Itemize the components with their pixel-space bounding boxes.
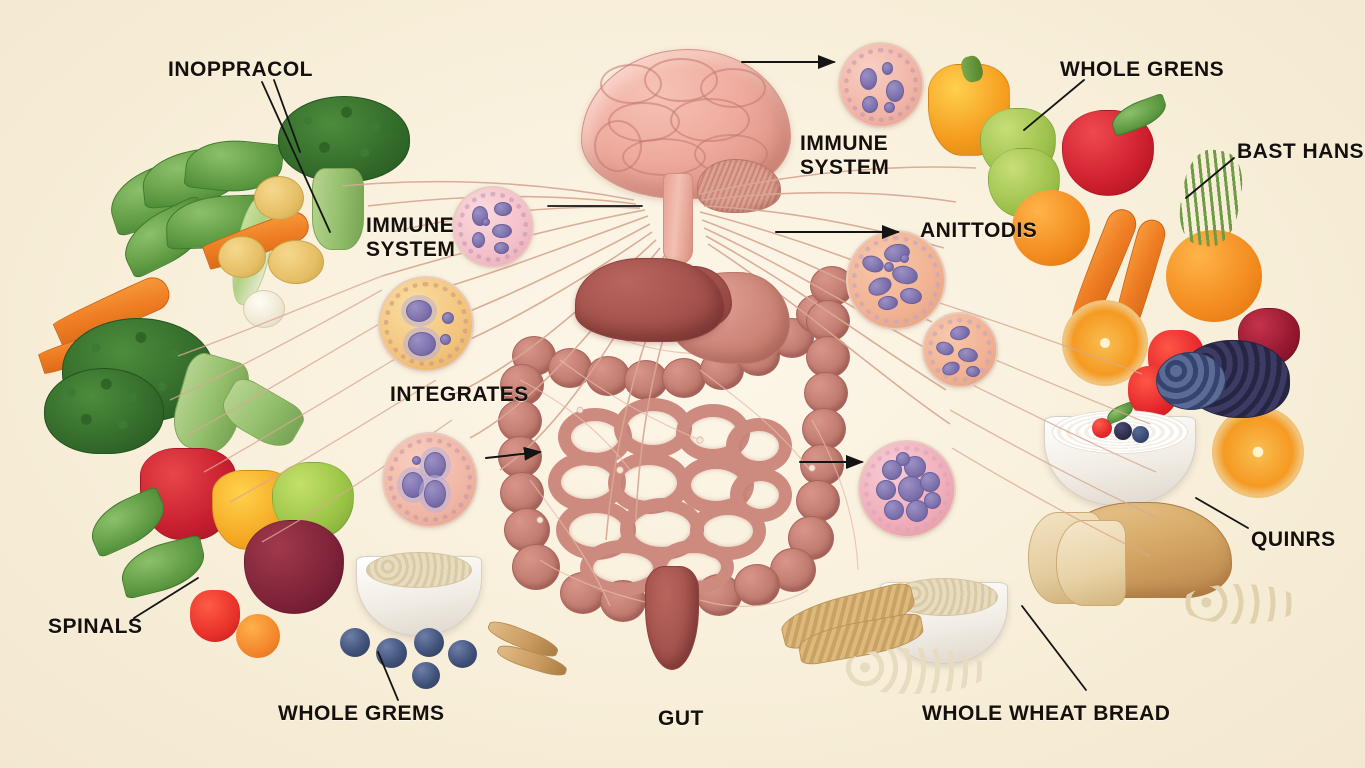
organelle	[862, 96, 878, 113]
blueberry	[414, 628, 444, 657]
orange-half	[1212, 406, 1304, 498]
leek-bulb	[243, 290, 285, 328]
liver	[575, 258, 725, 342]
organelle	[884, 500, 904, 520]
cell-membrane	[928, 318, 992, 382]
cell-right-low	[858, 440, 956, 538]
organelle	[482, 218, 490, 226]
label-whole-grens: WHOLE GRENS	[1060, 58, 1225, 81]
cell-membrane	[384, 282, 468, 366]
label-immune-system-right: IMMUNE SYSTEM	[800, 132, 890, 179]
brain-illustration	[575, 45, 805, 265]
organelle	[924, 492, 941, 509]
yogurt-topping-berry	[1132, 426, 1149, 443]
oats-in-bowl	[366, 552, 472, 588]
label-whole-wheat-bread: WHOLE WHEAT BREAD	[922, 702, 1171, 725]
potato	[254, 176, 304, 220]
cell-membrane	[844, 48, 918, 122]
organelle	[876, 480, 896, 500]
blueberry	[448, 640, 477, 668]
leader-whole-wheat-bread	[1021, 605, 1087, 691]
broccoli-floret	[44, 368, 164, 454]
scattered-oats	[838, 648, 988, 694]
cell-mid-left-a	[452, 186, 534, 268]
cell-right-b	[922, 312, 998, 388]
red-apple	[244, 520, 344, 614]
cell-membrane	[388, 438, 472, 522]
organelle	[494, 242, 509, 254]
cell-membrane	[864, 446, 950, 532]
label-integrates: INTEGRATES	[390, 383, 529, 406]
organelle	[494, 202, 512, 216]
organelle	[442, 312, 454, 324]
cell-right-a	[846, 230, 946, 330]
cell-mid-left-b	[378, 276, 474, 372]
label-bast-hans: BAST HANS	[1237, 140, 1365, 163]
blueberry	[376, 638, 407, 668]
organelle	[896, 452, 910, 466]
organelle	[424, 452, 446, 478]
bread-slice	[1056, 520, 1126, 606]
label-spinals: SPINALS	[48, 615, 143, 638]
label-immune-system-left: IMMUNE SYSTEM	[366, 214, 456, 261]
organelle	[412, 456, 421, 465]
cell-membrane	[458, 192, 528, 262]
organelle	[884, 102, 895, 113]
scattered-oats	[1180, 584, 1300, 624]
organelle	[900, 254, 909, 263]
label-whole-grems: WHOLE GREMS	[278, 702, 445, 725]
organelle	[424, 480, 446, 508]
strawberry	[190, 590, 240, 642]
organelle	[884, 262, 894, 272]
organelle	[406, 300, 432, 322]
blueberry-cluster	[1156, 352, 1226, 410]
label-inoppracol: INOPPRACOL	[168, 58, 314, 81]
organelle	[886, 80, 904, 102]
organelle	[402, 472, 424, 498]
tangerine	[236, 614, 280, 658]
cell-top-right	[838, 42, 924, 128]
organelle	[882, 460, 902, 480]
broccoli-stalk	[312, 168, 364, 250]
organelle	[882, 62, 893, 75]
organelle	[472, 232, 485, 248]
potato	[268, 240, 324, 284]
organelle	[492, 224, 512, 238]
label-quinrs: QUINRS	[1251, 528, 1336, 551]
orange	[1012, 190, 1090, 266]
rectum	[645, 566, 699, 670]
brainstem	[663, 173, 693, 265]
yogurt-topping-berry	[1114, 422, 1132, 440]
gyrus	[594, 120, 642, 172]
label-gut: GUT	[658, 707, 704, 730]
blueberry	[340, 628, 370, 657]
organelle	[966, 366, 980, 377]
organelle	[860, 68, 877, 90]
organelle	[920, 472, 940, 492]
label-anittodis: ANITTODIS	[920, 219, 1038, 242]
organelle	[440, 334, 451, 345]
cell-left-low	[382, 432, 478, 528]
organelle	[906, 500, 928, 522]
blueberry	[412, 662, 440, 689]
organelle	[408, 332, 436, 356]
potato	[218, 236, 266, 278]
